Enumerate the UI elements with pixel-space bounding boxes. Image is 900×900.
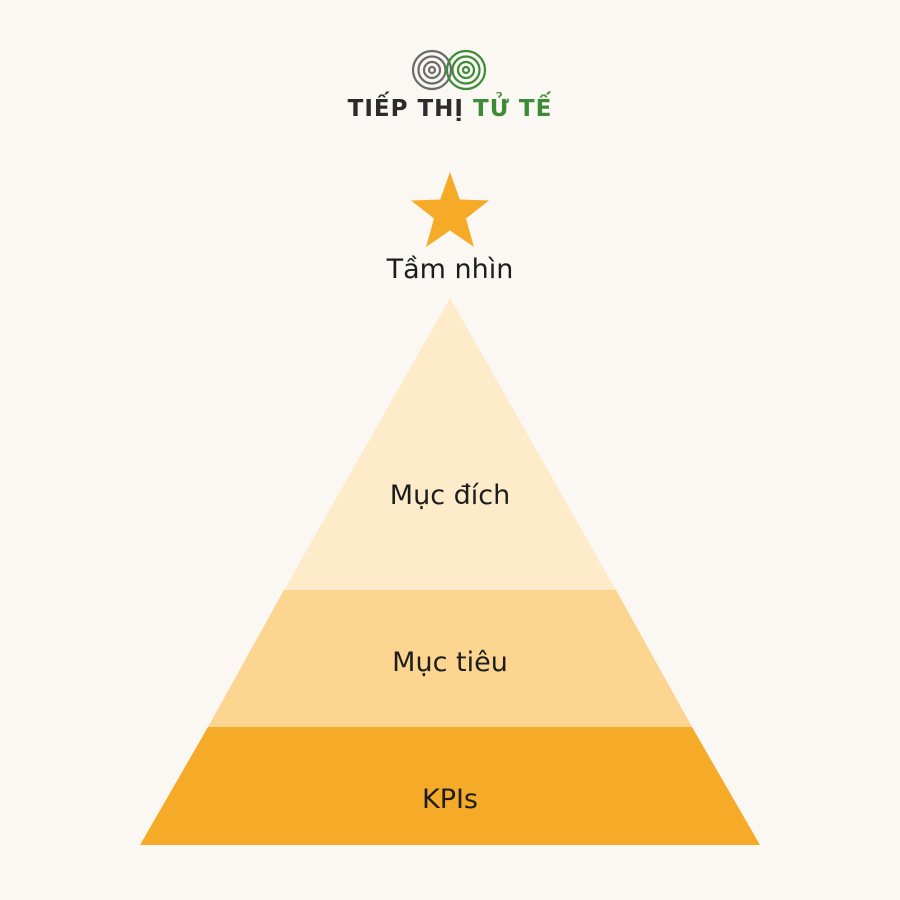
logo-text-part2: TỬ TẾ (473, 96, 553, 122)
star-icon (411, 172, 489, 247)
pyramid-level-kpis (140, 727, 760, 845)
pyramid-level-objectives (208, 590, 692, 727)
logo-text-part1: TIẾP THỊ (347, 96, 464, 122)
logo: TIẾP THỊ TỬ TẾ (0, 48, 900, 122)
vision-label: Tầm nhìn (386, 254, 514, 285)
level-label-kpis: KPIs (421, 784, 479, 815)
pyramid-level-purpose (284, 298, 616, 590)
level-label-purpose: Mục đích (389, 480, 511, 511)
logo-text: TIẾP THỊ TỬ TẾ (0, 96, 900, 122)
logo-circles-icon (411, 49, 487, 91)
level-label-objectives: Mục tiêu (392, 647, 508, 678)
